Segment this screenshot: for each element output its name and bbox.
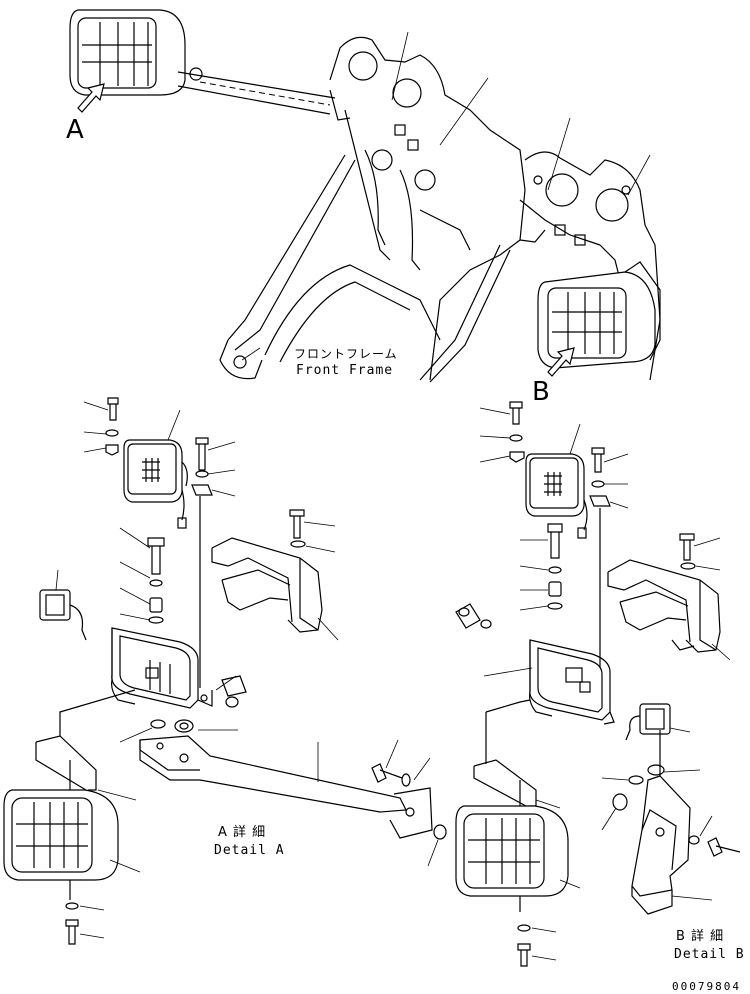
view-label-b: B	[532, 377, 550, 407]
side-lamp-a	[39, 569, 87, 641]
lamp-guard-b	[607, 559, 731, 661]
view-arrow-b	[547, 347, 575, 377]
lamp-bracket-a	[111, 627, 213, 709]
work-lamp-b	[525, 423, 588, 539]
detail-b-label-jp: B 詳 細	[676, 928, 724, 944]
mount-stay-b	[601, 730, 713, 915]
view-arrow-a	[77, 83, 105, 113]
front-frame-assembly	[69, 9, 661, 383]
drawing-number: 00079804	[672, 980, 741, 993]
detail-b-assembly	[455, 401, 741, 967]
headlamp-housing-b-top	[537, 261, 661, 369]
detail-a-label-jp: A 詳 細	[218, 824, 266, 840]
front-frame-label-en: Front Frame	[296, 363, 393, 378]
lamp-bracket-b	[483, 639, 615, 725]
headlamp-b-lower	[455, 805, 581, 897]
side-lamp-b	[625, 703, 691, 741]
detail-a-assembly	[3, 397, 447, 945]
detail-a-label-en: Detail A	[214, 843, 285, 858]
mount-arm-a	[139, 735, 433, 839]
headlamp-housing-a-top	[69, 9, 186, 96]
lamp-guard-a	[211, 537, 339, 641]
headlamp-a-lower	[3, 789, 141, 881]
detail-b-label-en: Detail B	[674, 947, 745, 962]
work-lamp-a	[123, 409, 188, 529]
front-frame-label-jp: フロントフレーム	[294, 347, 398, 361]
view-label-a: A	[66, 115, 84, 145]
